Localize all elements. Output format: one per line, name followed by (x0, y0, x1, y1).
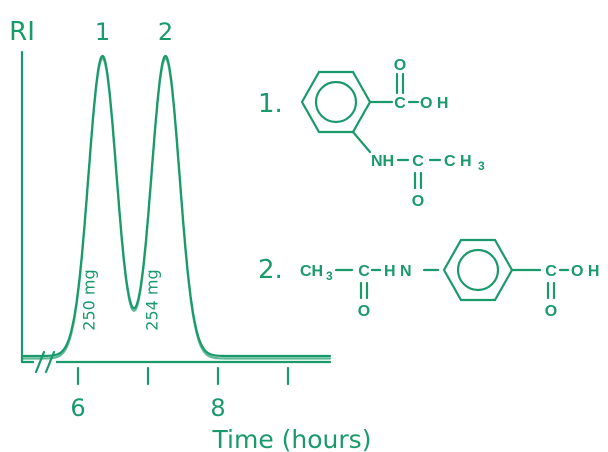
acetyl-ch: CH (300, 263, 323, 280)
methyl-subscript: 3 (478, 159, 485, 173)
peak-labels: 1 250 mg 2 254 mg (80, 18, 174, 331)
compound-2-number: 2. (258, 255, 283, 285)
acetyl-subscript: 3 (326, 269, 333, 283)
acetyl-o: O (358, 303, 370, 320)
peak-annotation-1: 250 mg (80, 269, 99, 330)
carboxyl-o: O (394, 57, 406, 74)
carboxyl-c: C (394, 95, 406, 112)
peak-label-1: 1 (95, 18, 110, 46)
amide-o: O (412, 193, 424, 210)
carboxyl2-oh: O H (571, 263, 599, 280)
amide-nh: NH (371, 153, 394, 170)
bond-ring-nh (351, 130, 372, 154)
amide-c: C (412, 153, 424, 170)
x-axis-label: Time (hours) (212, 425, 372, 452)
amine-hn: H N (384, 263, 412, 280)
compound-1-structure: 1. C O O H NH C O C H 3 (258, 57, 485, 210)
chromatogram-trace-shadow (20, 57, 332, 360)
chromatogram-trace (20, 54, 332, 358)
methyl-ch: C H (444, 153, 472, 170)
carboxyl-oh: O H (420, 95, 448, 112)
x-tick-label: 8 (210, 394, 225, 422)
peak-annotation-2: 254 mg (143, 269, 162, 330)
benzene-ring-2-circle (456, 248, 500, 292)
compound-2-structure: 2. CH 3 C O H N C O H O (258, 238, 599, 320)
peak-label-2: 2 (158, 18, 173, 46)
acetyl-c: C (358, 263, 370, 280)
carboxyl2-c: C (545, 263, 557, 280)
x-tick-label: 6 (70, 394, 85, 422)
carboxyl2-o: O (545, 303, 557, 320)
compound-1-number: 1. (258, 89, 283, 119)
benzene-ring-1-circle (314, 80, 358, 124)
y-axis-label: RI (9, 17, 35, 47)
